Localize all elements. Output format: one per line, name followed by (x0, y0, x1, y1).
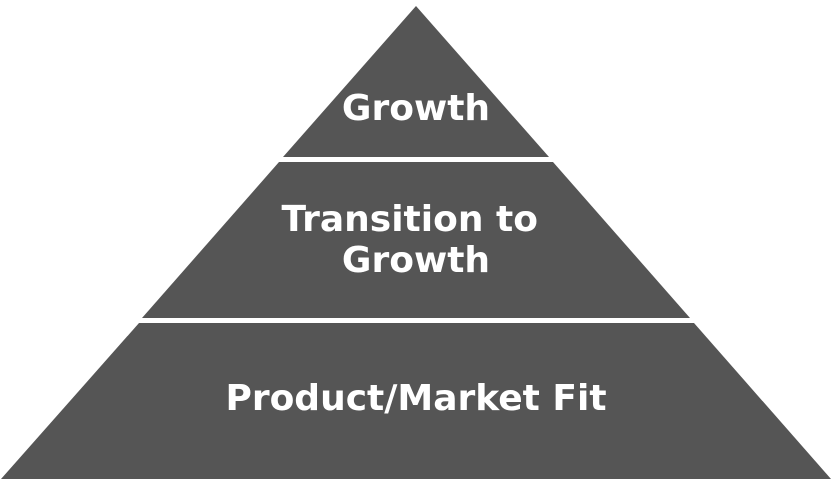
pyramid-tier-middle (142, 162, 690, 318)
tier-label-line-1: Transition to (282, 199, 538, 240)
tier-label-growth: Growth (342, 88, 490, 129)
pyramid-tier-top (283, 6, 549, 157)
tier-label-transition-to-growth: Transition to Growth (282, 199, 551, 281)
pyramid-tier-bottom (1, 323, 831, 479)
tier-label-product-market-fit: Product/Market Fit (225, 378, 606, 419)
tier-label-line-2: Growth (342, 240, 490, 281)
